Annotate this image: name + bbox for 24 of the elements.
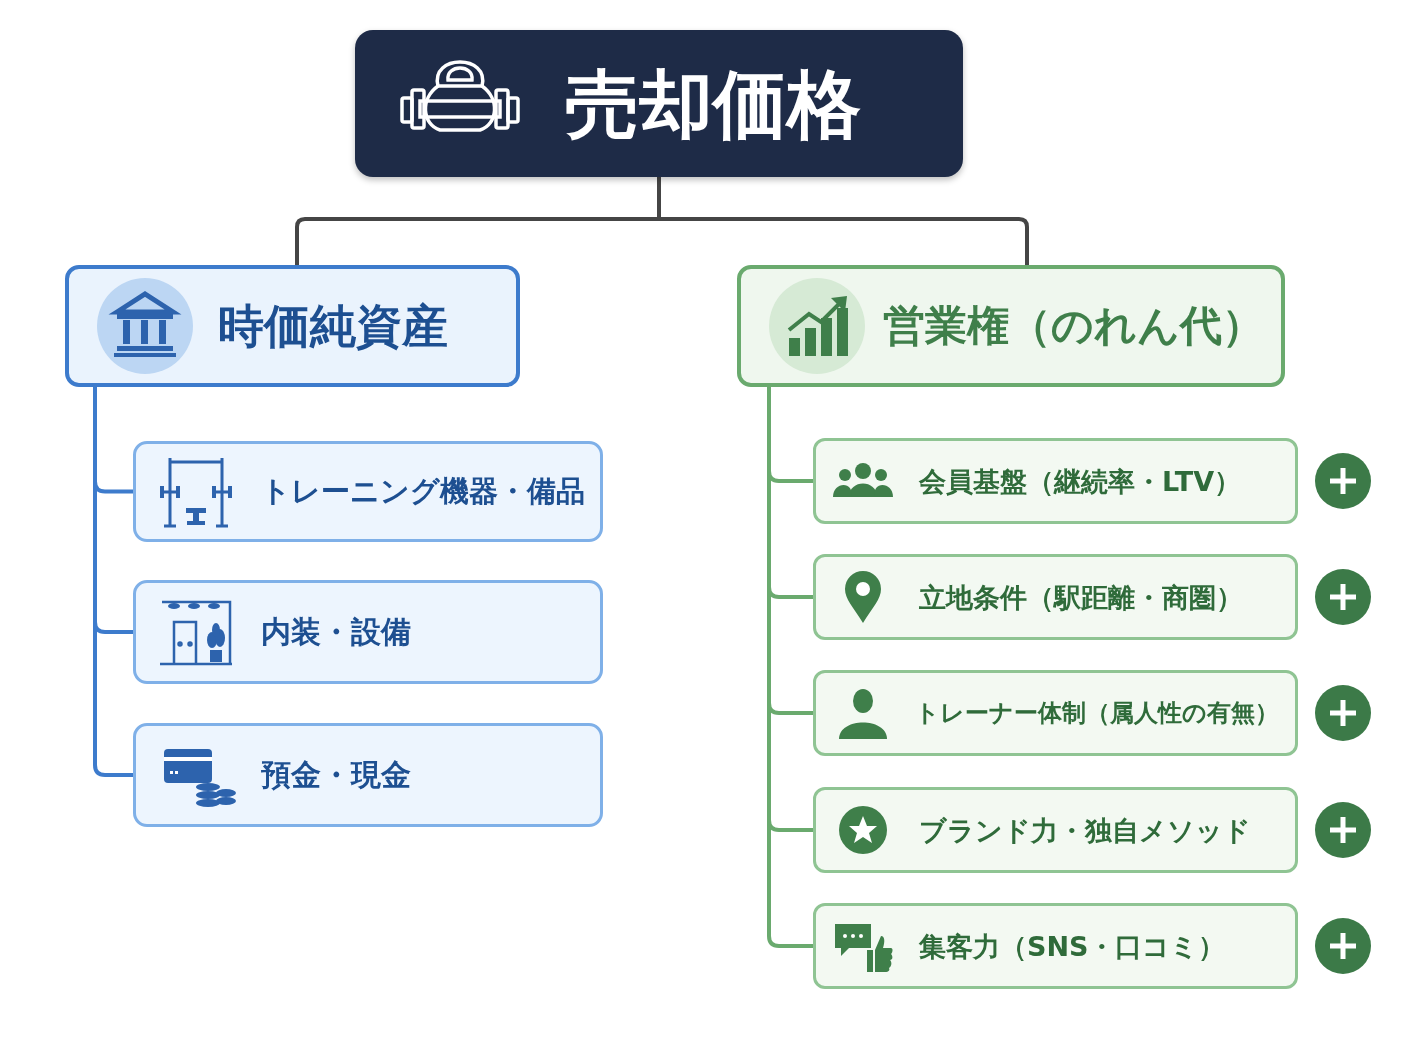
item-label: 立地条件（駅距離・商圏） [919, 583, 1243, 611]
item-label: 預金・現金 [261, 760, 411, 790]
item-box [133, 441, 603, 542]
item-label: トレーナー体制（属人性の有無） [915, 701, 1279, 725]
heading: 時価純資産 [218, 303, 448, 349]
category-box [65, 265, 520, 387]
item-box [133, 723, 603, 827]
item-box [813, 787, 1298, 873]
item-box [813, 554, 1298, 640]
heading: 営業権（のれん代） [883, 305, 1264, 347]
title: 売却価格 [565, 66, 861, 141]
item-label: 集客力（SNS・口コミ） [919, 932, 1226, 960]
item-box [813, 438, 1298, 524]
item-box [813, 903, 1298, 989]
item-box [133, 580, 603, 684]
connector-line [93, 387, 133, 777]
item-label: 会員基盤（継続率・LTV） [919, 467, 1242, 495]
category-box [737, 265, 1285, 387]
item-box [813, 670, 1298, 756]
item-label: トレーニング機器・備品 [261, 477, 585, 506]
item-label: 内装・設備 [261, 617, 411, 647]
item-label: ブランド力・独自メソッド [919, 816, 1251, 844]
title-box [355, 30, 963, 177]
connector-line [657, 177, 1029, 265]
